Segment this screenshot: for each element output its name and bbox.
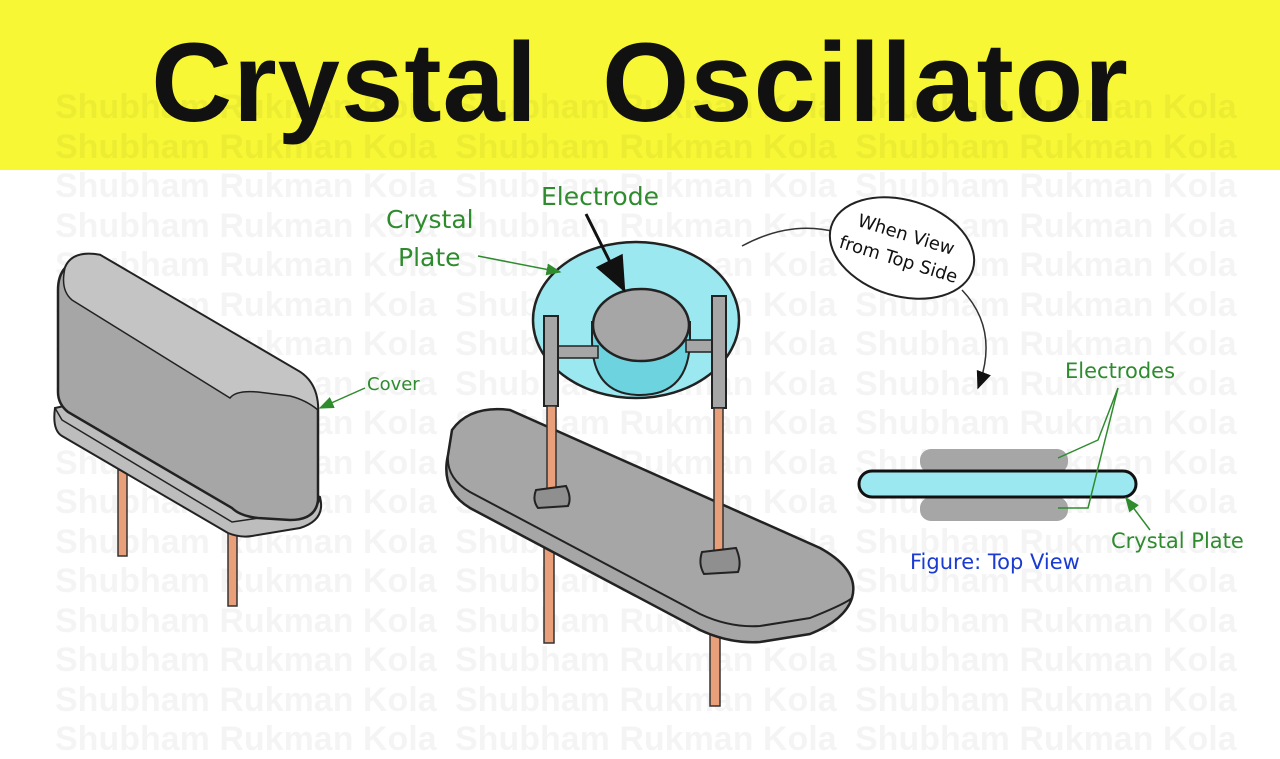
view-bubble bbox=[828, 196, 976, 300]
crystal-plate-arrow bbox=[477, 255, 562, 276]
figure-caption: Figure: Top View bbox=[910, 550, 1080, 574]
electrode-arrow bbox=[584, 213, 626, 293]
electrodes-pointer-2 bbox=[1058, 387, 1119, 509]
electrode-disc bbox=[591, 287, 691, 363]
support-right-top bbox=[711, 295, 727, 409]
crystal-plate-pointer bbox=[1125, 496, 1151, 531]
title-banner bbox=[0, 0, 1280, 170]
foot-left bbox=[533, 484, 571, 510]
view-arrow-out bbox=[961, 289, 991, 390]
page-title: Crystal Oscillator bbox=[151, 20, 1129, 145]
watermark-text: Shubham Rukman Kola bbox=[455, 720, 837, 759]
electrode-top bbox=[920, 449, 1068, 473]
cover-arrow bbox=[318, 387, 366, 409]
top-view: When View from Top Side bbox=[741, 196, 1151, 531]
base-board bbox=[445, 408, 855, 644]
crystal-plate-label-line-2: Plate bbox=[398, 243, 461, 272]
electrode-label: Electrode bbox=[541, 182, 659, 211]
crystal-plate-top bbox=[857, 469, 1138, 499]
electrode-bottom bbox=[920, 497, 1068, 521]
electrodes-pointer bbox=[1057, 387, 1119, 459]
crystal-plate-label-line-1: Crystal bbox=[386, 205, 474, 234]
view-arrow-in bbox=[741, 227, 837, 247]
watermark-text: Shubham Rukman Kola bbox=[55, 720, 437, 759]
support-right-bottom bbox=[713, 407, 724, 553]
diagram-canvas: When View from Top Side bbox=[53, 196, 1151, 707]
electrodes-label: Electrodes bbox=[1065, 359, 1176, 383]
internal-structure bbox=[445, 213, 855, 707]
foot-right bbox=[699, 546, 741, 576]
support-left-bottom bbox=[546, 405, 557, 499]
watermark-text: Shubham Rukman Kola bbox=[855, 720, 1237, 759]
crystal-plate-top-label: Crystal Plate bbox=[1111, 529, 1244, 553]
cover-label: Cover bbox=[367, 374, 420, 395]
crystal-package bbox=[53, 252, 366, 607]
support-left-top bbox=[543, 315, 559, 407]
pin-left bbox=[117, 469, 128, 557]
